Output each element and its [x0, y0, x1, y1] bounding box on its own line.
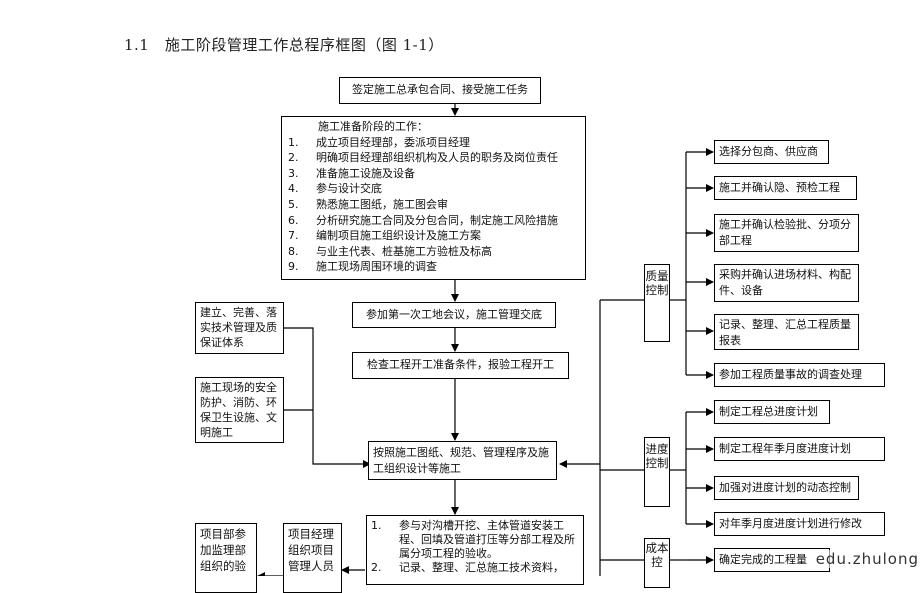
meeting-text: 参加第一次工地会议，施工管理交底	[366, 307, 542, 321]
bottom-task-number: 1.	[371, 519, 382, 532]
prep-stage-item-number: 8.	[288, 244, 299, 258]
quality-item-inspection-lots: 施工并确认检验批、分项分部工程	[714, 214, 859, 252]
cost-item-quantities: 确定完成的工程量	[714, 548, 830, 572]
prep-stage-item: 7. 编制项目施工组织设计及施工方案	[288, 228, 579, 244]
prep-stage-item-number: 5.	[288, 197, 299, 211]
prep-stage-item-number: 2.	[288, 151, 299, 165]
prep-stage-item-text: 与业主代表、桩基施工方验桩及标高	[316, 244, 492, 258]
prep-stage-item-number: 3.	[288, 166, 299, 180]
schedule-item-master-plan: 制定工程总进度计划	[714, 400, 830, 424]
quality-system-text: 建立、完善、落实技术管理及质保证体系	[200, 306, 277, 349]
bottom-task-text: 记录、整理、汇总施工技术资料，	[399, 561, 564, 574]
quality-item-materials: 采购并确认进场材料、构配件、设备	[714, 264, 859, 302]
prep-stage-item: 8. 与业主代表、桩基施工方验桩及标高	[288, 244, 579, 260]
prep-stage-item: 5. 熟悉施工图纸，施工图会审	[288, 197, 579, 213]
watermark-text: edu.zhulong	[813, 550, 921, 568]
prep-stage-item-text: 编制项目施工组织设计及施工方案	[316, 229, 481, 243]
supervision-text: 项目部参加监理部组织的验	[200, 527, 246, 573]
bottom-task-item: 2. 记录、整理、汇总施工技术资料，	[371, 561, 579, 575]
prep-stage-item-number: 6.	[288, 213, 299, 227]
bottom-tasks-list: 1. 参与对沟槽开挖、主体管道安装工程、回填及管道打压等分部工程及所属分项工程的验…	[371, 519, 579, 575]
prep-stage-item-number: 7.	[288, 229, 299, 243]
prep-stage-item-text: 参与设计交底	[316, 182, 382, 196]
quality-item-accident: 参加工程质量事故的调查处理	[714, 363, 885, 387]
quality-item-reports: 记录、整理、汇总工程质量报表	[714, 314, 859, 350]
bottom-task-text: 参与对沟槽开挖、主体管道安装工程、回填及管道打压等分部工程及所属分项工程的验收。	[399, 519, 575, 560]
prep-stage-item-text: 明确项目经理部组织机构及人员的职务及岗位责任	[316, 151, 558, 165]
quality-item-supplier: 选择分包商、供应商	[714, 140, 829, 164]
schedule-item-dynamic-control: 加强对进度计划的动态控制	[714, 476, 859, 500]
bottom-task-number: 2.	[371, 561, 382, 574]
bottom-tasks-box: 1. 参与对沟槽开挖、主体管道安装工程、回填及管道打压等分部工程及所属分项工程的验…	[366, 515, 584, 585]
prep-stage-item-number: 4.	[288, 182, 299, 196]
check-text: 检查工程开工准备条件，报验工程开工	[367, 358, 554, 372]
prep-stage-item-text: 熟悉施工图纸，施工图会审	[316, 197, 448, 211]
schedule-item-periodic-plan: 制定工程年季月度进度计划	[714, 437, 885, 461]
schedule-item-revision: 对年季月度进度计划进行修改	[714, 512, 885, 536]
schedule-control-label: 进度控制	[644, 437, 670, 507]
prep-stage-item: 4. 参与设计交底	[288, 181, 579, 197]
prep-stage-box: 施工准备阶段的工作： 1. 成立项目经理部，委派项目经理 2. 明确项目经理部组织机构…	[281, 116, 586, 280]
page-title: 1.1 施工阶段管理工作总程序框图（图 1-1）	[124, 36, 444, 54]
prep-stage-item: 6. 分析研究施工合同及分包合同，制定施工风险措施	[288, 213, 579, 229]
quality-system-box: 建立、完善、落实技术管理及质保证体系	[195, 302, 284, 354]
construct-box: 按照施工图纸、规范、管理程序及施工组织设计等施工	[368, 441, 557, 480]
bottom-task-item: 1. 参与对沟槽开挖、主体管道安装工程、回填及管道打压等分部工程及所属分项工程的验…	[371, 519, 579, 561]
arrow-quality-system	[284, 327, 371, 468]
quality-control-label: 质量控制	[644, 264, 670, 342]
prep-stage-item: 9. 施工现场周围环境的调查	[288, 259, 579, 275]
prep-stage-list: 1. 成立项目经理部，委派项目经理 2. 明确项目经理部组织机构及人员的职务及岗位责任…	[288, 135, 579, 275]
prep-stage-item-number: 9.	[288, 260, 299, 274]
construct-text: 按照施工图纸、规范、管理程序及施工组织设计等施工	[373, 446, 549, 475]
prep-stage-item: 2. 明确项目经理部组织机构及人员的职务及岗位责任	[288, 150, 579, 166]
meeting-box: 参加第一次工地会议，施工管理交底	[352, 302, 556, 328]
start-box: 签定施工总承包合同、接受施工任务	[339, 77, 541, 104]
prep-stage-item-text: 成立项目经理部，委派项目经理	[316, 135, 470, 149]
prep-stage-item-text: 准备施工设施及设备	[316, 166, 415, 180]
prep-stage-item: 1. 成立项目经理部，委派项目经理	[288, 135, 579, 151]
quality-item-hidden-works: 施工并确认隐、预检工程	[714, 176, 857, 200]
manager-box: 项目经理组织项目管理人员	[283, 523, 342, 593]
prep-stage-item: 3. 准备施工设施及设备	[288, 166, 579, 182]
start-text: 签定施工总承包合同、接受施工任务	[352, 83, 528, 97]
prep-stage-title: 施工准备阶段的工作：	[318, 120, 428, 133]
safety-text: 施工现场的安全防护、消防、环保卫生设施、文明施工	[200, 381, 277, 439]
supervision-box: 项目部参加监理部组织的验	[195, 523, 257, 593]
manager-text: 项目经理组织项目管理人员	[288, 527, 334, 573]
check-box: 检查工程开工准备条件，报验工程开工	[352, 352, 569, 379]
connector-lines	[257, 104, 714, 576]
prep-stage-item-text: 分析研究施工合同及分包合同，制定施工风险措施	[316, 213, 558, 227]
prep-stage-item-number: 1.	[288, 135, 299, 149]
prep-stage-item-text: 施工现场周围环境的调查	[316, 260, 437, 274]
cost-control-label: 成本控	[644, 538, 670, 588]
safety-box: 施工现场的安全防护、消防、环保卫生设施、文明施工	[195, 377, 284, 443]
